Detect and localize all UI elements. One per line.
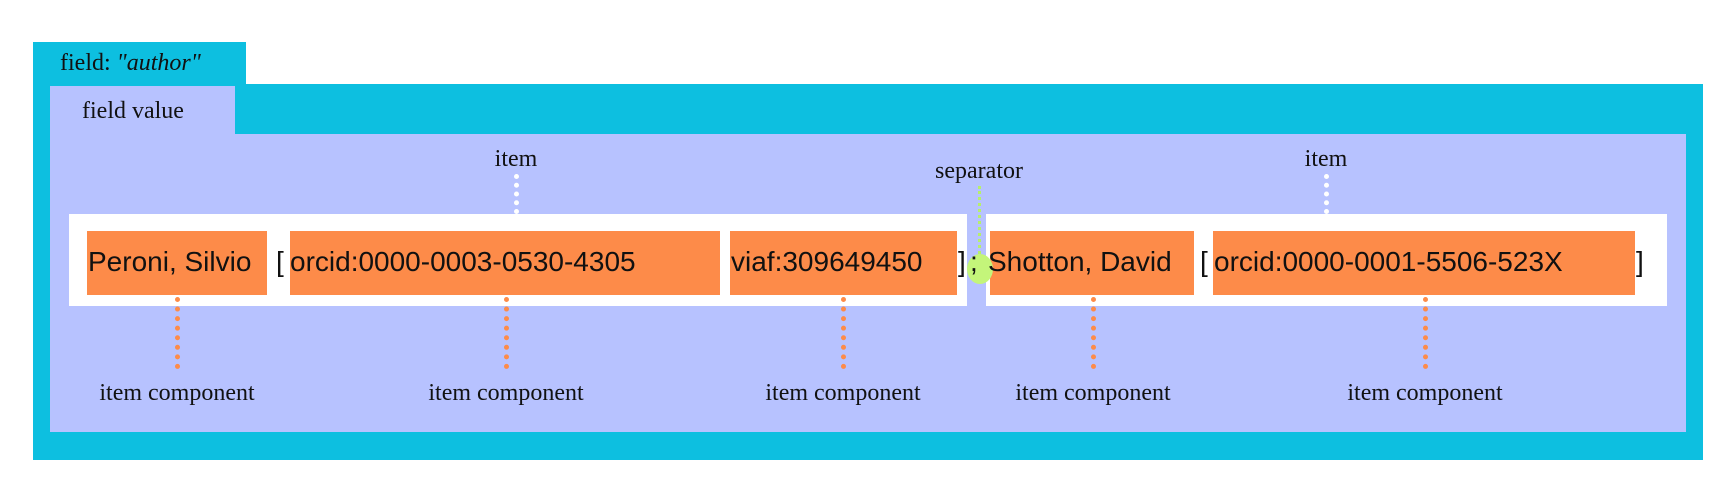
component-label-3: item component <box>765 380 921 406</box>
field-name: "author" <box>116 50 201 76</box>
component-connector-1 <box>175 297 180 369</box>
token-bracket-close-2: ] <box>1636 246 1644 277</box>
component-box-orcid-1 <box>290 231 720 295</box>
item-connector-1 <box>514 174 519 214</box>
token-bracket-close-1: ] <box>958 246 966 277</box>
component-box-name-2 <box>990 231 1194 295</box>
token-viaf-1: viaf:309649450 <box>731 246 923 277</box>
field-value-tab <box>50 86 235 138</box>
component-label-2: item component <box>428 380 584 406</box>
token-name-2: Shotton, David <box>988 246 1172 277</box>
item-label-1: item <box>494 146 538 172</box>
component-box-viaf-1 <box>730 231 957 295</box>
separator-label: separator <box>935 158 1023 184</box>
field-tab <box>33 42 246 86</box>
component-connector-5 <box>1423 297 1428 369</box>
component-connector-4 <box>1091 297 1096 369</box>
separator-connector <box>978 186 981 254</box>
component-connector-3 <box>841 297 846 369</box>
field-label: field: "author" <box>60 50 201 77</box>
token-bracket-open-1: [ <box>276 246 284 277</box>
item-label-2: item <box>1304 146 1348 172</box>
component-box-orcid-2 <box>1213 231 1635 295</box>
field-value-label: field value <box>82 98 184 124</box>
token-separator: ; <box>970 246 978 277</box>
component-label-1: item component <box>99 380 255 406</box>
separator-marker <box>967 254 993 284</box>
field-label-prefix: field: <box>60 50 117 76</box>
component-connector-2 <box>504 297 509 369</box>
component-label-5: item component <box>1347 380 1503 406</box>
token-orcid-1: orcid:0000-0003-0530-4305 <box>290 246 636 277</box>
token-bracket-open-2: [ <box>1200 246 1208 277</box>
item-connector-2 <box>1324 174 1329 214</box>
component-label-4: item component <box>1015 380 1171 406</box>
component-box-name-1 <box>87 231 267 295</box>
token-name-1: Peroni, Silvio <box>88 246 252 277</box>
token-orcid-2: orcid:0000-0001-5506-523X <box>1214 246 1563 277</box>
